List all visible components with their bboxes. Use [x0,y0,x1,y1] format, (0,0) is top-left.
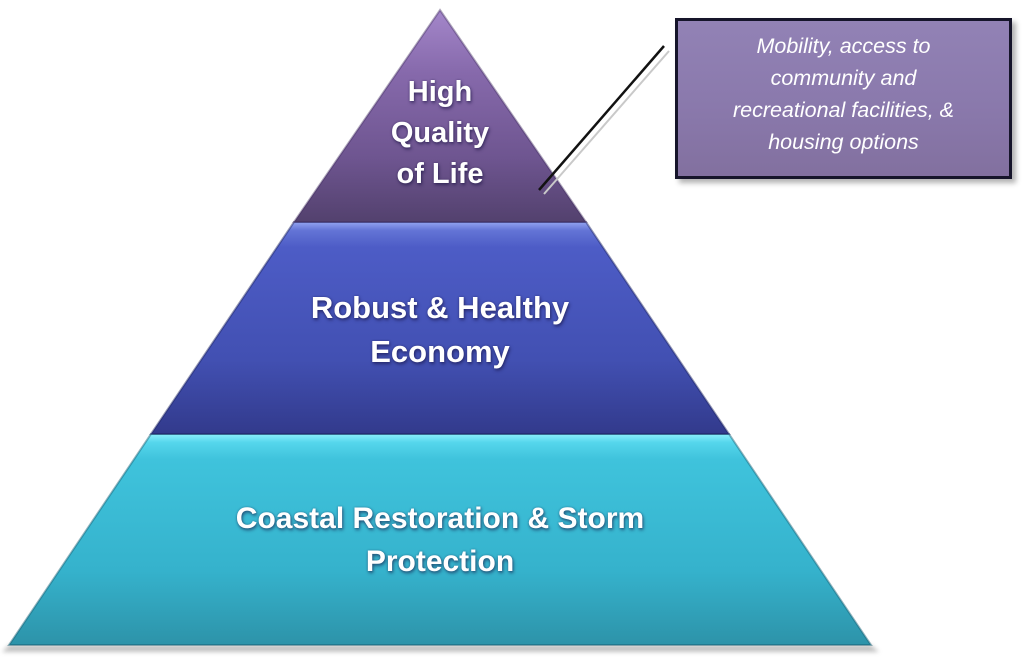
label-robust-economy: Robust & Healthy Economy [240,286,640,374]
callout-connector-line-highlight [543,50,670,195]
label-line: Protection [365,545,515,578]
label-high-quality-of-life: High Quality of Life [340,72,540,195]
callout-line: community and [770,66,917,90]
label-line: Coastal Restoration & Storm [235,502,645,535]
label-line: Economy [370,334,510,369]
callout-connector-line [538,45,665,191]
callout-line: Mobility, access to [756,34,931,58]
callout-line: housing options [768,130,919,154]
label-line: Quality [390,117,490,149]
pyramid-level-high-quality-of-life [292,8,588,223]
callout-box: Mobility, access to community and recrea… [675,18,1012,179]
label-coastal-restoration: Coastal Restoration & Storm Protection [180,497,700,583]
label-line: Robust & Healthy [310,290,570,325]
callout-line: recreational facilities, & [732,98,955,122]
label-line: High [407,76,473,108]
pyramid-base-shadow [2,645,879,652]
label-line: of Life [396,158,484,190]
